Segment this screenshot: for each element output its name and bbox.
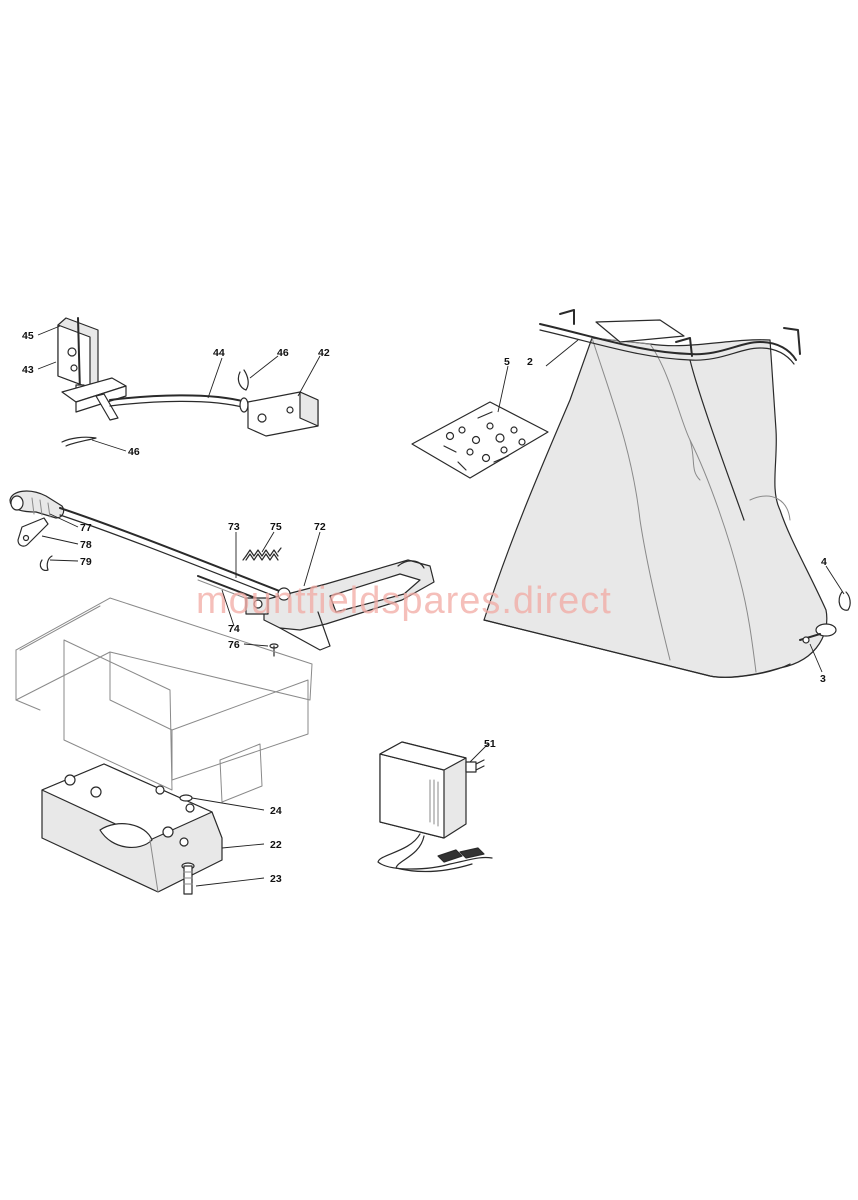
part-5-fixing-kit <box>411 401 549 479</box>
callout-labels: 45 43 44 46 42 46 5 2 4 3 77 78 79 73 75… <box>22 330 827 885</box>
part-3-hinge-pin <box>799 623 837 644</box>
callout-2: 2 <box>527 356 533 368</box>
part-75-spring <box>242 547 282 561</box>
part-78-link <box>17 517 49 547</box>
callout-46-lower: 46 <box>128 446 140 458</box>
grass-collector-bag <box>483 319 828 678</box>
part-24-washer <box>179 794 193 802</box>
callout-74: 74 <box>228 623 240 635</box>
part-23-bolt <box>181 862 195 895</box>
callout-23: 23 <box>270 873 282 885</box>
part-76-screw <box>269 643 279 657</box>
part-46-split-pin-lower <box>61 436 97 447</box>
callout-22: 22 <box>270 839 282 851</box>
part-46-split-pin-upper <box>237 369 249 391</box>
chassis-frame <box>15 597 313 803</box>
callout-75: 75 <box>270 521 282 533</box>
part-51-battery-charger <box>377 741 493 873</box>
callout-72: 72 <box>314 521 326 533</box>
part-42-plate-bracket <box>247 391 319 437</box>
callout-4: 4 <box>821 556 827 568</box>
callout-24: 24 <box>270 805 282 817</box>
part-44-rod-assembly <box>61 377 249 421</box>
callout-46-upper: 46 <box>277 347 289 359</box>
callout-73: 73 <box>228 521 240 533</box>
callout-45: 45 <box>22 330 34 342</box>
part-45-43-bracket <box>57 317 99 393</box>
callout-78: 78 <box>80 539 92 551</box>
part-72-pedal-bracket <box>245 559 435 651</box>
callout-76: 76 <box>228 639 240 651</box>
callout-51: 51 <box>484 738 496 750</box>
part-2-frame-bar <box>539 309 801 521</box>
part-77-lever-handle <box>9 490 283 600</box>
leader-lines <box>37 325 845 887</box>
part-22-battery-tray <box>41 763 223 893</box>
callout-42: 42 <box>318 347 330 359</box>
callout-43: 43 <box>22 364 34 376</box>
callout-3: 3 <box>820 673 826 685</box>
callout-44: 44 <box>213 347 225 359</box>
part-79-clip <box>39 555 53 571</box>
callout-79: 79 <box>80 556 92 568</box>
part-4-spring-clip <box>838 591 851 611</box>
watermark-text: mountfieldspares.direct <box>196 580 612 622</box>
callout-5: 5 <box>504 356 510 368</box>
callout-77: 77 <box>80 522 92 534</box>
